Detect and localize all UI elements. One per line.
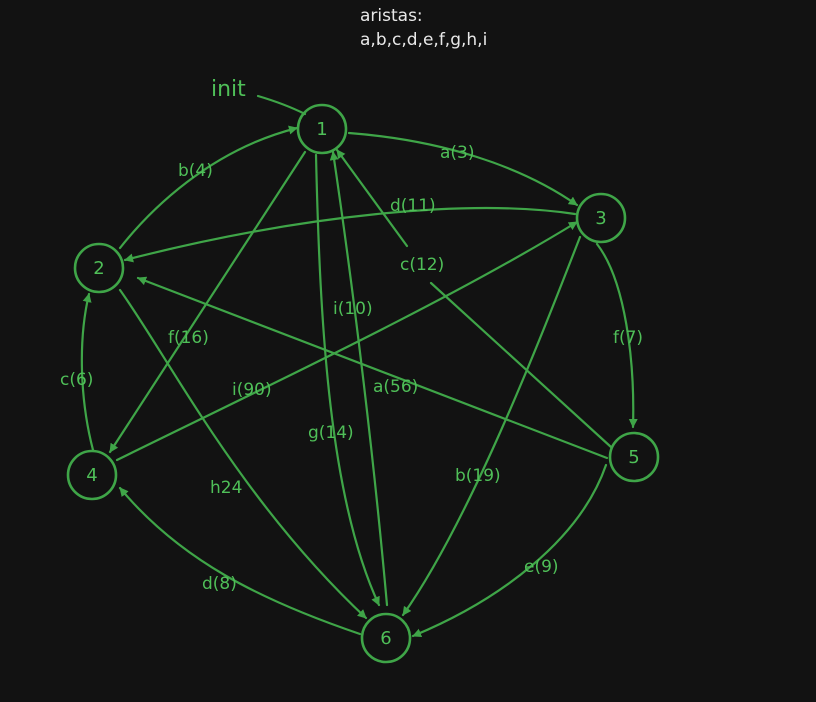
- node-3[interactable]: 3: [575, 192, 627, 244]
- edge-5-2: a(56): [136, 276, 609, 460]
- node-label: 3: [595, 208, 606, 229]
- edge-1-6: g(14): [308, 153, 381, 607]
- edge-label: i(90): [232, 380, 272, 400]
- edge-4-2: c(6): [60, 292, 95, 452]
- node-circle: [66, 449, 118, 501]
- node-circle: [608, 431, 660, 483]
- edge-line: [115, 220, 579, 462]
- edge-3-6: b(19): [401, 235, 582, 617]
- edge-3-2: d(11): [123, 196, 577, 263]
- edge-label: g(14): [308, 423, 354, 443]
- edge-line: [347, 131, 579, 207]
- edge-line: [80, 292, 95, 452]
- edge-5-6: e(9): [411, 463, 608, 638]
- node-label: 4: [86, 465, 97, 486]
- edge-line: [118, 288, 368, 620]
- edge-line: [136, 276, 609, 460]
- start-indicator: init: [211, 77, 307, 116]
- node-2[interactable]: 2: [73, 242, 125, 294]
- edge-label: f(7): [613, 328, 643, 348]
- heading-edge-list: a,b,c,d,e,f,g,h,i: [360, 30, 488, 50]
- edge-line: [411, 463, 608, 638]
- edge-label: f(16): [168, 328, 209, 348]
- edge-4-3: i(90): [115, 220, 579, 462]
- edge-label: a(56): [373, 377, 418, 397]
- edge-6-4: d(8): [118, 486, 362, 636]
- node-5[interactable]: 5: [608, 431, 660, 483]
- edge-line: [118, 486, 362, 636]
- edge-line: [108, 150, 307, 454]
- edge-line: [329, 150, 389, 607]
- edge-2-1: b(4): [118, 125, 299, 250]
- node-circle: [575, 192, 627, 244]
- node-circle: [73, 242, 125, 294]
- node-label: 1: [316, 119, 327, 140]
- edge-line: [595, 242, 638, 429]
- edge-label: d(8): [202, 574, 237, 594]
- edge-line: [118, 125, 299, 250]
- edge-label: e(9): [524, 557, 559, 577]
- edge-label: d(11): [390, 196, 436, 216]
- start-label: init: [211, 77, 246, 102]
- heading-title: aristas:: [360, 6, 423, 26]
- edge-line: [123, 207, 577, 263]
- edge-line: [337, 150, 613, 449]
- edge-1-3: a(3): [347, 131, 579, 207]
- node-6[interactable]: 6: [360, 612, 412, 664]
- edge-6-1: i(10): [329, 150, 389, 607]
- node-label: 5: [628, 447, 639, 468]
- edge-2-6: h24: [118, 288, 368, 620]
- edge-label: c(6): [60, 370, 93, 390]
- edge-label: b(19): [455, 466, 501, 486]
- node-label: 2: [93, 258, 104, 279]
- node-label: 6: [380, 628, 391, 649]
- node-1[interactable]: 1: [296, 103, 348, 155]
- node-4[interactable]: 4: [66, 449, 118, 501]
- edge-3-5: f(7): [595, 242, 643, 429]
- edge-label: h24: [210, 478, 242, 498]
- edge-line: [314, 153, 381, 607]
- node-circle: [296, 103, 348, 155]
- edge-label: a(3): [440, 143, 475, 163]
- edge-label: i(10): [333, 299, 373, 319]
- edge-5-1: c(12): [337, 150, 613, 449]
- edge-label: c(12): [400, 255, 444, 275]
- edge-line: [401, 235, 582, 617]
- start-line: [256, 94, 307, 116]
- edge-1-4: f(16): [108, 150, 307, 454]
- node-circle: [360, 612, 412, 664]
- edge-label: b(4): [178, 161, 213, 181]
